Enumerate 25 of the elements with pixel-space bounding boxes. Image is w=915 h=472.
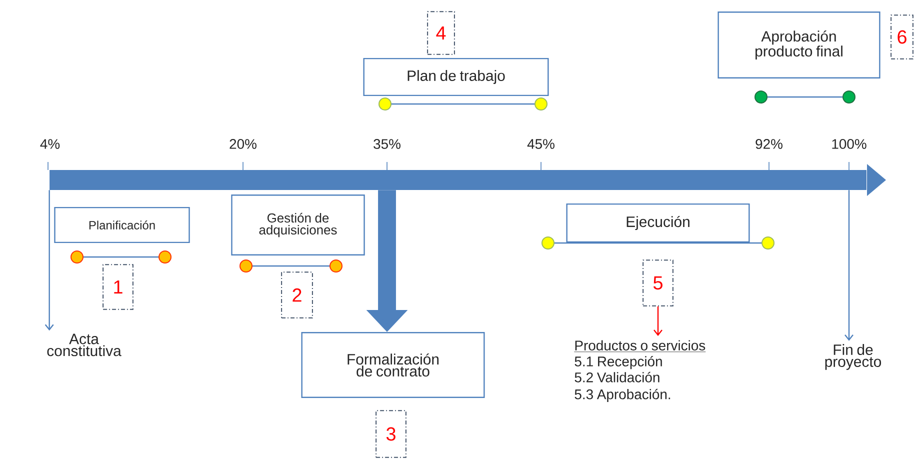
arrow (654, 306, 662, 336)
percent-label: 45% (527, 139, 554, 149)
percent-label: 4% (40, 139, 60, 149)
callout-number: 6 (890, 14, 914, 60)
percent-label: 92% (756, 139, 782, 149)
timeline-arrow (50, 164, 886, 196)
phase-box: Formalización de contrato (301, 332, 485, 398)
percent-label: 20% (230, 139, 256, 149)
callout-number: 5 (642, 260, 674, 306)
phase-box: Aprobación producto final (718, 12, 880, 78)
phase-box: Plan de trabajo (363, 58, 549, 96)
arrow (844, 190, 854, 341)
milestone-label: Acta constitutiva (47, 334, 122, 356)
callout-number: 3 (376, 410, 406, 458)
arrow (44, 190, 54, 331)
callout-number: 2 (281, 272, 313, 318)
callout-number: 4 (427, 11, 455, 55)
phase-box: Gestión de adquisiciones (231, 194, 365, 256)
phase-box: Planificación (54, 206, 190, 244)
milestone-label: Fin de proyecto (825, 344, 882, 370)
percent-label: 100% (832, 139, 866, 149)
percent-label: 35% (374, 139, 400, 149)
callout-number: 1 (102, 264, 134, 310)
phase-box: Ejecución (566, 203, 750, 243)
deliverable-list: Productos o servicios 5.1 Recepción 5.2 Validación 5.3 Aprobación. (574, 340, 706, 402)
